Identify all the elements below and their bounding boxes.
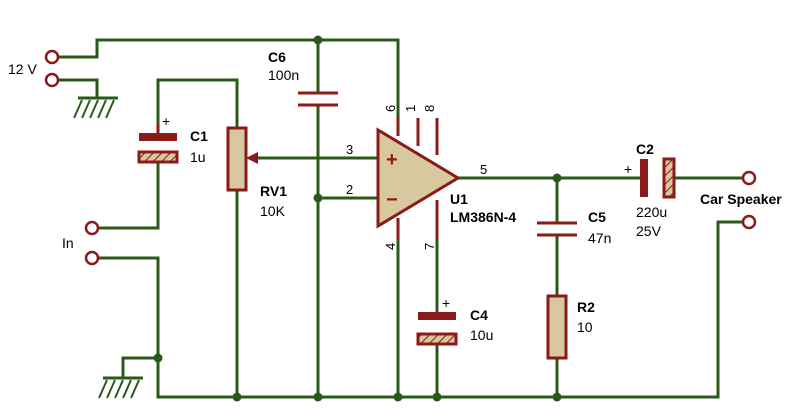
c2-value: 220u [636, 204, 667, 220]
ground-icon [98, 376, 143, 399]
pin-5-label: 5 [480, 162, 487, 177]
c5-value: 47n [588, 230, 611, 246]
capacitor-c1[interactable]: + C1 1u [137, 113, 208, 165]
terminal-circle[interactable] [84, 250, 100, 266]
junction-dot [153, 353, 163, 363]
c4-polarity: + [442, 295, 450, 311]
terminal-circle[interactable] [84, 220, 100, 236]
c4-ref: C4 [470, 307, 488, 323]
junction-dot [313, 193, 323, 203]
capacitor-c5[interactable]: C5 47n [537, 209, 611, 246]
input-label: In [62, 235, 74, 251]
pin-4-label: 4 [383, 243, 398, 250]
junction-dot [313, 35, 323, 45]
terminal-circle[interactable] [44, 49, 60, 65]
junction-dot [393, 392, 403, 402]
terminal-circle[interactable] [741, 214, 757, 230]
u1-ref: U1 [450, 191, 468, 207]
terminal-in[interactable]: In [62, 220, 100, 266]
c2-polarity: + [624, 161, 632, 177]
pin-1-label: 1 [403, 105, 418, 112]
pin-labels: 3 2 5 6 1 8 4 7 [346, 105, 487, 250]
wiper-arrow-icon [246, 152, 258, 164]
c1-polarity: + [162, 113, 170, 129]
r2-value: 10 [577, 319, 593, 335]
c6-value: 100n [268, 67, 299, 83]
c2-ref: C2 [636, 141, 654, 157]
potentiometer-rv1[interactable]: RV1 10K [226, 126, 287, 219]
opamp-minus-sign: − [386, 189, 398, 211]
terminal-12v[interactable]: 12 V [8, 49, 60, 88]
c6-ref: C6 [268, 49, 286, 65]
terminal-circle[interactable] [741, 170, 757, 186]
pin-2-label: 2 [346, 182, 353, 197]
capacitor-c2[interactable]: + C2 220u 25V [624, 141, 676, 239]
opamp-plus-sign: + [386, 149, 398, 171]
junctions [153, 35, 562, 402]
capacitor-c6[interactable]: C6 100n [268, 49, 338, 107]
rv1-ref: RV1 [260, 183, 287, 199]
c4-value: 10u [470, 327, 493, 343]
c2-voltage: 25V [636, 223, 662, 239]
c5-ref: C5 [588, 209, 606, 225]
terminal-circle[interactable] [44, 72, 60, 88]
junction-dot [432, 392, 442, 402]
supply-label: 12 V [8, 61, 37, 77]
capacitor-c4[interactable]: + C4 10u [416, 295, 493, 346]
rv1-value: 10K [260, 203, 286, 219]
pin-8-label: 8 [422, 105, 437, 112]
c1-ref: C1 [190, 128, 208, 144]
r2-ref: R2 [577, 299, 595, 315]
resistor-r2[interactable]: R2 10 [546, 294, 595, 360]
u1-value: LM386N-4 [450, 209, 516, 225]
junction-dot [552, 392, 562, 402]
ground-icon [73, 96, 118, 119]
opamp-u1[interactable]: + − U1 LM386N-4 [376, 118, 516, 240]
c1-value: 1u [190, 149, 206, 165]
pin-3-label: 3 [346, 142, 353, 157]
terminal-speaker[interactable]: Car Speaker [700, 170, 782, 230]
speaker-label: Car Speaker [700, 191, 782, 207]
junction-dot [232, 392, 242, 402]
pin-6-label: 6 [383, 105, 398, 112]
junction-dot [313, 392, 323, 402]
junction-dot [552, 173, 562, 183]
pin-7-label: 7 [422, 243, 437, 250]
